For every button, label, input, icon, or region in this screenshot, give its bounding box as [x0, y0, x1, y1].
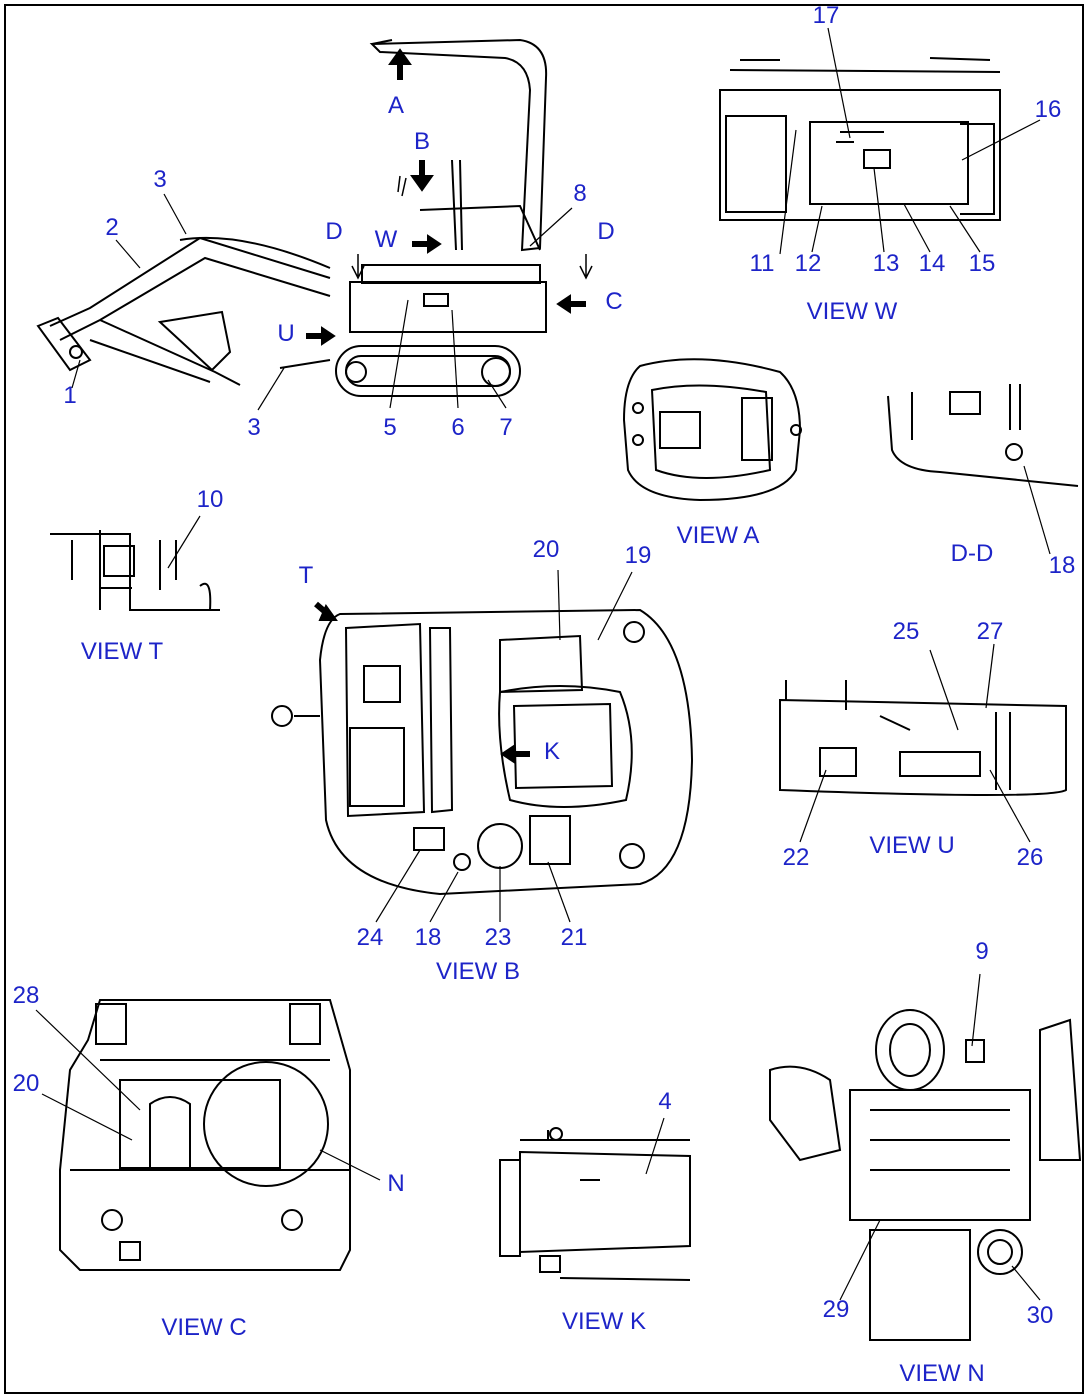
callout-1: 1 — [63, 382, 77, 409]
callout-13: 13 — [872, 250, 900, 277]
view-w-drawing — [719, 27, 1041, 255]
view-letter-a: A — [387, 92, 405, 119]
view-dd-drawing — [887, 384, 1079, 555]
callout-18: 18 — [1048, 552, 1076, 579]
view-w-title: VIEW W — [806, 298, 898, 325]
view-n-title: VIEW N — [899, 1360, 985, 1387]
view-dd-title: D-D — [950, 540, 994, 567]
callout-17: 17 — [812, 2, 840, 29]
callout-6: 6 — [451, 414, 465, 441]
view-b-drawing — [271, 569, 694, 923]
view-b-title: VIEW B — [435, 958, 521, 985]
view-u-title: VIEW U — [869, 832, 955, 859]
callout-25: 25 — [892, 618, 920, 645]
callout-27: 27 — [976, 618, 1004, 645]
view-a-drawing — [622, 358, 802, 502]
view-c-title: VIEW C — [161, 1314, 247, 1341]
callout-28: 28 — [12, 982, 40, 1009]
callout-9: 9 — [975, 938, 989, 965]
view-letter-b: B — [413, 128, 431, 155]
callout-2: 2 — [105, 214, 119, 241]
callout-29: 29 — [822, 1296, 850, 1323]
callout-10: 10 — [196, 486, 224, 513]
callout-4: 4 — [658, 1088, 672, 1115]
callout-21: 21 — [560, 924, 588, 951]
view-letter-t: T — [298, 562, 314, 589]
view-letter-c: C — [605, 288, 623, 315]
callout-30: 30 — [1026, 1302, 1054, 1329]
callout-20: 20 — [532, 536, 560, 563]
callout-20b: 20 — [12, 1070, 40, 1097]
callout-22: 22 — [782, 844, 810, 871]
view-letter-w: W — [374, 226, 398, 253]
view-letter-d: D — [325, 218, 343, 245]
callout-18b: 18 — [414, 924, 442, 951]
view-letter-u: U — [277, 320, 295, 347]
view-u-drawing — [779, 643, 1067, 843]
callout-3b: 3 — [247, 414, 261, 441]
callout-19: 19 — [624, 542, 652, 569]
excavator-side-view — [36, 38, 593, 411]
view-n-drawing — [769, 973, 1082, 1341]
callout-14: 14 — [918, 250, 946, 277]
view-k-drawing — [499, 1117, 691, 1281]
view-k-title: VIEW K — [561, 1308, 647, 1335]
callout-16: 16 — [1034, 96, 1062, 123]
view-a-title: VIEW A — [676, 522, 760, 549]
callout-7: 7 — [499, 414, 513, 441]
callout-3: 3 — [153, 166, 167, 193]
view-t-drawing — [50, 515, 220, 611]
view-c-drawing — [35, 999, 381, 1271]
callout-15: 15 — [968, 250, 996, 277]
view-t-title: VIEW T — [80, 638, 164, 665]
callout-11: 11 — [749, 250, 775, 277]
callout-8: 8 — [573, 180, 587, 207]
view-letter-k: K — [543, 738, 561, 765]
drawing-frame — [4, 4, 1084, 1394]
callout-24: 24 — [356, 924, 384, 951]
callout-5: 5 — [383, 414, 397, 441]
view-letter-n: N — [387, 1170, 405, 1197]
view-letter-d2: D — [597, 218, 615, 245]
callout-23: 23 — [484, 924, 512, 951]
callout-26: 26 — [1016, 844, 1044, 871]
callout-12: 12 — [794, 250, 822, 277]
